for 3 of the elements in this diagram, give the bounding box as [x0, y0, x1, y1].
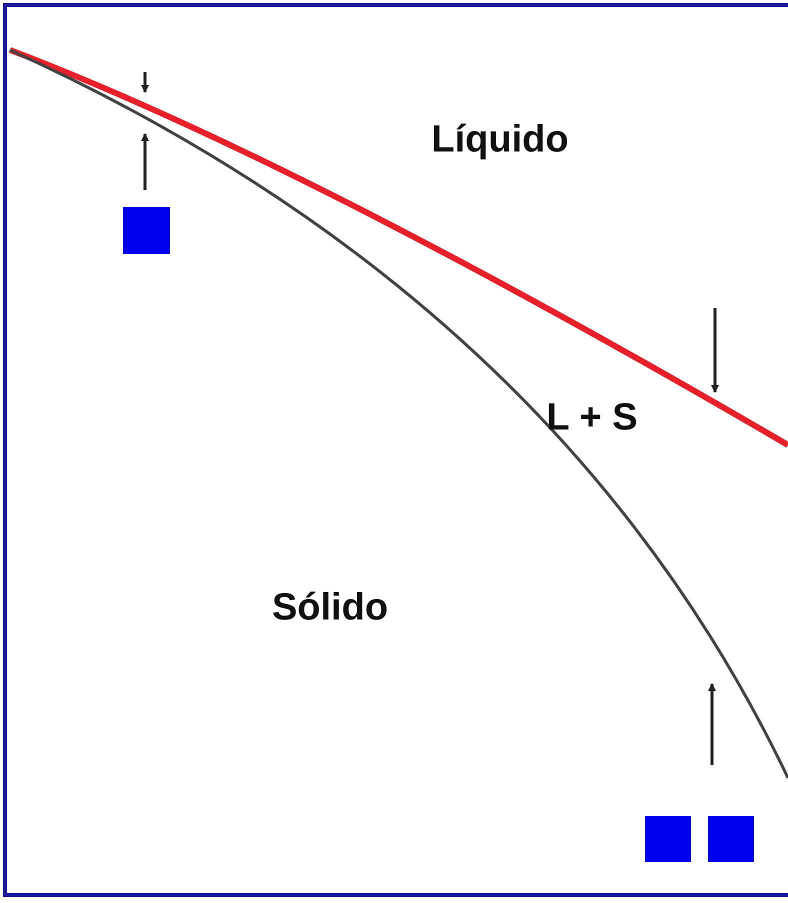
region-label: Sólido — [272, 586, 388, 630]
region-label: L + S — [546, 396, 638, 440]
region-label: Líquido — [431, 118, 569, 162]
